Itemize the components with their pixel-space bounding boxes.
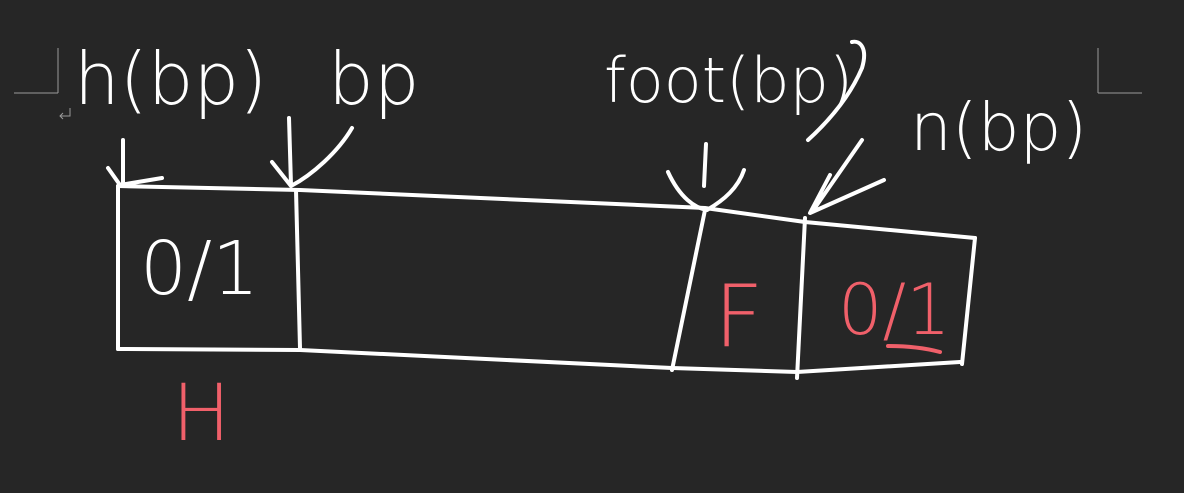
label-h-bp: h(bp): [74, 37, 267, 121]
arrow-h-bp: [106, 138, 164, 187]
footer-divider-left: [670, 208, 707, 372]
return-glyph: [59, 108, 71, 120]
label-foot-bp: foot(bp): [604, 44, 853, 117]
header-letter: H: [172, 369, 231, 459]
margin-marks: [14, 48, 1142, 120]
next-value-underline: [886, 344, 942, 354]
header-value: 0/1: [140, 226, 259, 312]
block-bottom-edge: [116, 347, 962, 374]
label-bp: bp: [328, 37, 419, 121]
value-strokes: [886, 344, 942, 354]
label-n-bp: n(bp): [910, 89, 1087, 166]
arrows: [106, 39, 886, 215]
arrow-n-bp: [808, 138, 886, 215]
footer-divider-right: [795, 216, 807, 380]
margin-mark-right: [1097, 48, 1142, 94]
block-right-edge: [960, 236, 977, 366]
arrow-foot-bp: [666, 142, 746, 212]
next-value: 0/1: [838, 269, 951, 351]
footer-letter: F: [714, 267, 763, 367]
arrow-bp: [270, 116, 354, 188]
header-divider: [294, 188, 302, 350]
margin-mark-left: [14, 48, 59, 94]
arrow-n-bp-curve: [806, 39, 867, 142]
